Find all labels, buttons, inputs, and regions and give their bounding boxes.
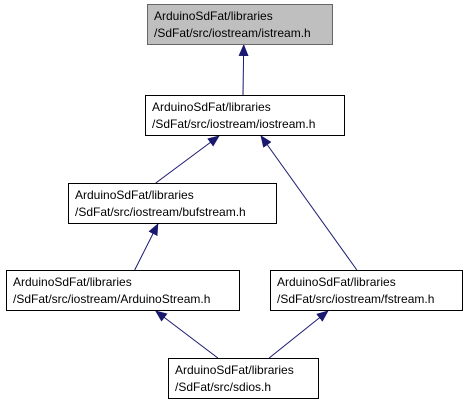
node-iostream-path-line1: ArduinoSdFat/libraries: [152, 100, 271, 114]
edge-iostream-to-istream: [238, 44, 249, 96]
edge-fstream-to-iostream: [260, 135, 358, 271]
node-sdios-path-line1: ArduinoSdFat/libraries: [175, 363, 294, 377]
node-iostream-h[interactable]: ArduinoSdFat/libraries /SdFat/src/iostre…: [145, 95, 345, 136]
node-bufstream-path-line1: ArduinoSdFat/libraries: [75, 188, 194, 202]
node-iostream-path-line2: /SdFat/src/iostream/iostream.h: [152, 117, 316, 131]
edge-arduinostream-to-bufstream: [134, 223, 159, 271]
node-arduinostream-h[interactable]: ArduinoSdFat/libraries /SdFat/src/iostre…: [6, 270, 240, 311]
node-istream-path-line1: ArduinoSdFat/libraries: [154, 9, 273, 23]
node-bufstream-h[interactable]: ArduinoSdFat/libraries /SdFat/src/iostre…: [68, 183, 277, 224]
edge-bufstream-to-iostream: [155, 135, 220, 184]
node-sdios-path-line2: /SdFat/src/sdios.h: [175, 380, 272, 394]
node-arduinostream-path-line1: ArduinoSdFat/libraries: [13, 275, 132, 289]
node-fstream-path-line1: ArduinoSdFat/libraries: [277, 275, 396, 289]
node-bufstream-path-line2: /SdFat/src/iostream/bufstream.h: [75, 205, 246, 219]
node-arduinostream-path-line2: /SdFat/src/iostream/ArduinoStream.h: [13, 292, 211, 306]
node-istream-h[interactable]: ArduinoSdFat/libraries /SdFat/src/iostre…: [147, 4, 333, 45]
node-istream-path-line2: /SdFat/src/iostream/istream.h: [154, 26, 311, 40]
node-sdios-h[interactable]: ArduinoSdFat/libraries /SdFat/src/sdios.…: [168, 358, 319, 399]
edge-sdios-to-arduinostream: [154, 310, 219, 359]
node-fstream-path-line2: /SdFat/src/iostream/fstream.h: [277, 292, 435, 306]
node-fstream-h[interactable]: ArduinoSdFat/libraries /SdFat/src/iostre…: [270, 270, 463, 311]
edge-sdios-to-fstream: [268, 310, 329, 359]
